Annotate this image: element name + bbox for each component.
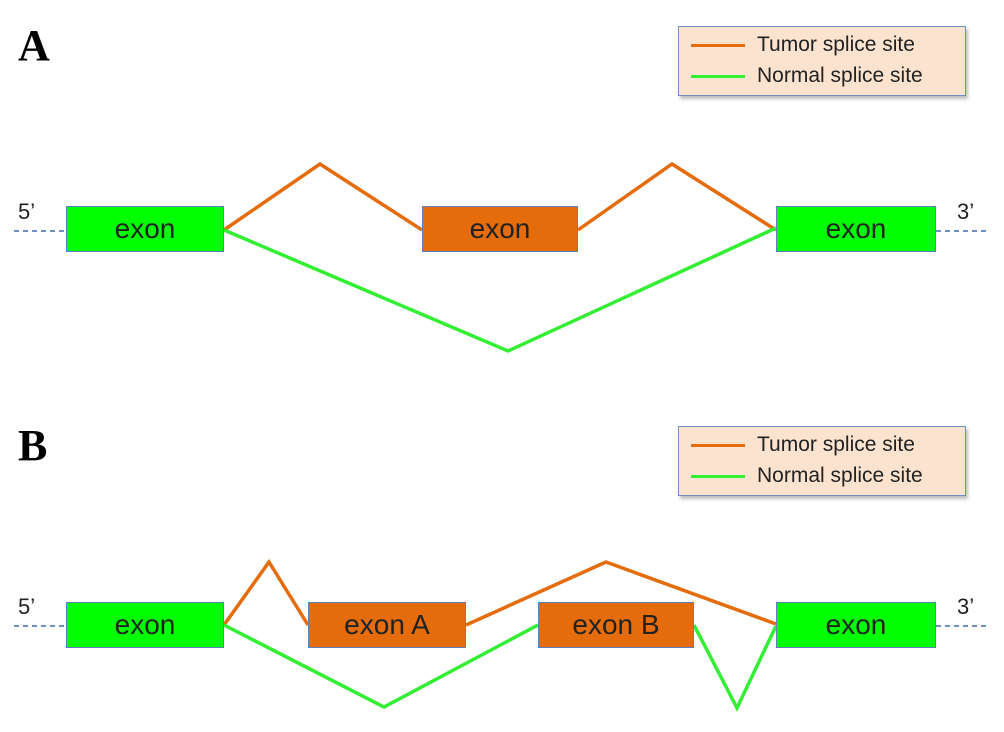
exon-box-b1: exon <box>66 602 224 648</box>
legend-tumor-label: Tumor splice site <box>757 433 915 456</box>
panel-label-b: B <box>18 421 48 470</box>
exon-box-a3: exon <box>776 206 936 252</box>
three-prime-label-a: 3’ <box>957 199 975 224</box>
normal-splice-path-b2 <box>692 624 778 712</box>
exon-box-b4: exon <box>776 602 936 648</box>
legend-normal-label: Normal splice site <box>757 64 923 87</box>
legend-normal-swatch <box>691 74 745 78</box>
legend-row-normal: Normal splice site <box>691 461 923 491</box>
legend-tumor-label: Tumor splice site <box>757 33 915 56</box>
exon-a-box-b2: exon A <box>308 602 466 648</box>
legend-tumor-swatch <box>691 443 745 447</box>
panel-label-a: A <box>18 21 50 70</box>
normal-splice-path-b1 <box>223 623 539 709</box>
legend-row-tumor: Tumor splice site <box>691 30 915 60</box>
exon-box-a2: exon <box>422 206 578 252</box>
legend-normal-swatch <box>691 474 745 478</box>
legend-b: Tumor splice site Normal splice site <box>678 426 966 496</box>
tumor-splice-path-b2 <box>465 560 777 627</box>
tumor-splice-path-b1 <box>222 558 310 627</box>
legend-row-tumor: Tumor splice site <box>691 430 915 460</box>
legend-normal-label: Normal splice site <box>757 464 923 487</box>
exon-b-box-b3: exon B <box>538 602 694 648</box>
legend-tumor-swatch <box>691 43 745 47</box>
legend-a: Tumor splice site Normal splice site <box>678 26 966 96</box>
tumor-splice-path-a2 <box>576 161 777 232</box>
exon-box-a1: exon <box>66 206 224 252</box>
three-prime-label-b: 3’ <box>957 594 975 619</box>
five-prime-label-b: 5’ <box>18 594 36 619</box>
tumor-splice-path-a <box>223 161 423 232</box>
legend-row-normal: Normal splice site <box>691 61 923 91</box>
normal-splice-path-a <box>223 226 777 353</box>
five-prime-label-a: 5’ <box>18 199 36 224</box>
